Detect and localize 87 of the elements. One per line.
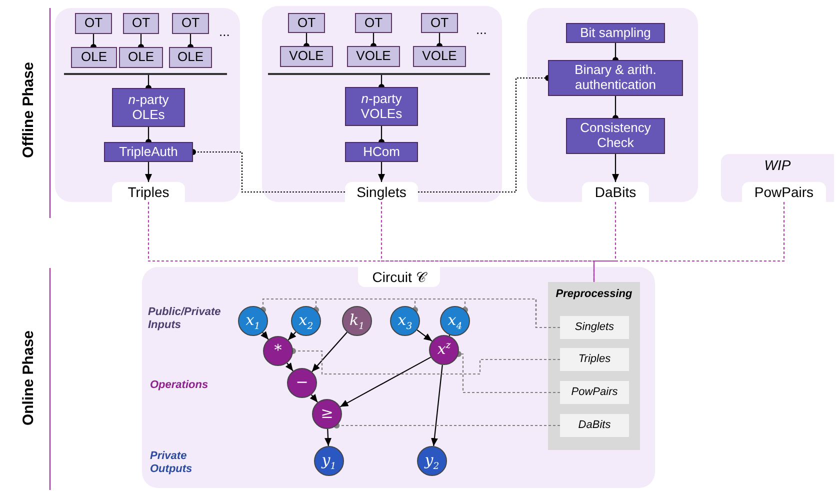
row-label: Operations [150,379,208,392]
protocol-panel [55,8,240,202]
arrow [416,330,432,342]
operation-node: ≥ [312,399,342,429]
process-box: TripleAuth [104,142,193,162]
phase-label: Offline Phase [20,61,38,160]
phase-label: Online Phase [20,329,38,428]
protocol-box: OT [75,13,112,34]
protocol-box: VOLE [280,46,333,67]
connector [146,127,152,145]
result-tag: PowPairs [742,182,826,202]
circuit-title: Circuit 𝒞 [358,267,440,287]
resource-item: DaBits [560,414,629,437]
result-tag: Triples [112,182,185,202]
arrow [312,332,348,372]
resource-item: Triples [560,348,629,371]
arrow [260,331,269,340]
protocol-box: OT [172,13,209,34]
dotted-connector [290,348,560,375]
input-node: x$_{4}$ [440,306,470,336]
panel-heading: Preprocessing [554,288,634,300]
protocol-box: VOLE [347,46,400,67]
input-node: x$_{3}$ [390,306,420,336]
row-label: Private Outputs [150,450,194,476]
connector [90,34,96,50]
row-label: Public/Private Inputs [148,306,222,332]
arrow [288,332,296,340]
connector [378,126,384,145]
arrow [612,154,619,182]
dotted-connector [455,351,560,394]
connector [304,33,310,49]
preprocessing-panel [548,282,640,450]
operation-node: − [287,368,317,398]
output-node: y$_{2}$ [417,446,447,476]
arrow [285,362,294,372]
resource-item: Singlets [560,316,629,339]
arrow [310,394,318,403]
arrow [378,162,385,182]
bus-line [268,73,490,75]
connector [188,34,194,50]
protocol-box: OLE [71,47,117,68]
input-node: x$_{2}$ [291,306,321,336]
dotted-connector [190,149,345,193]
dotted-connector [593,202,616,282]
process-box: HCom [345,142,418,162]
arrow [324,428,332,446]
dotted-connector [593,202,785,282]
process-box: n-party OLEs [112,88,185,127]
connector [378,75,384,90]
connector [138,34,144,50]
output-node: y$_{1}$ [314,446,344,476]
panel-heading: WIP [763,157,792,173]
protocol-box: OT [123,13,159,34]
operation-node: x$^{z}$ [429,335,459,365]
circuit-panel [142,267,655,488]
connector [612,43,618,63]
protocol-box: OLE [119,47,163,68]
connector [436,33,442,49]
protocol-box: VOLE [413,46,466,67]
input-node: x$_{1}$ [238,306,268,336]
bus-line [64,73,227,75]
operation-node: * [263,336,293,366]
protocol-box: OLE [169,47,212,68]
protocol-panel [262,6,502,202]
ellipsis: ... [476,22,487,38]
process-box: Consistency Check [566,118,665,154]
arrow [340,356,432,408]
result-tag: DaBits [582,182,649,202]
work-in-progress-panel [721,154,834,202]
dotted-connector [418,75,551,193]
protocol-panel [527,8,698,202]
protocol-box: OT [355,13,392,33]
arrow [431,364,443,446]
result-tag: Singlets [345,182,418,202]
input-node: k$_{1}$ [342,306,372,336]
protocol-box: OT [288,13,325,33]
process-box: Bit sampling [566,23,665,43]
ellipsis: ... [219,24,230,40]
connector [146,75,152,91]
arrow [145,162,152,182]
resource-item: PowPairs [560,381,629,404]
connector [370,33,376,49]
connector [612,96,618,121]
process-box: Binary & arith. authentication [548,60,683,96]
process-box: n-party VOLEs [345,87,418,126]
dotted-connector [334,422,560,428]
protocol-box: OT [421,13,458,33]
